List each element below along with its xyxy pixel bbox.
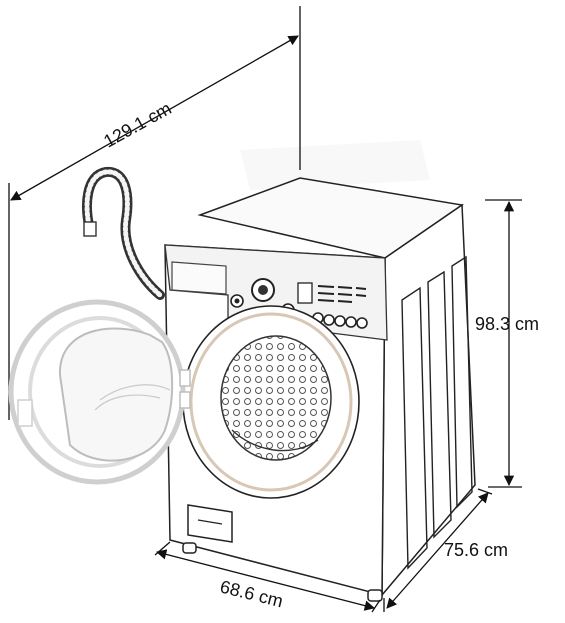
- width-dimension-label: 68.6 cm: [218, 576, 285, 611]
- depth-dimension: 75.6 cm: [383, 488, 508, 612]
- background-shading: [240, 140, 430, 190]
- depth-dimension-label: 75.6 cm: [444, 540, 508, 560]
- drum-icon: [182, 305, 360, 499]
- height-dimension: 98.3 cm: [475, 199, 539, 488]
- height-dimension-label: 98.3 cm: [475, 314, 539, 334]
- display-panel: [297, 282, 313, 304]
- diagonal-dimension-label: 129.1 cm: [100, 98, 174, 151]
- control-buttons: [312, 312, 368, 329]
- front-left-foot: [182, 542, 197, 554]
- front-right-foot: [367, 589, 383, 602]
- drain-hose-icon: [82, 167, 165, 300]
- open-door-icon: [8, 299, 191, 485]
- filter-cover: [187, 504, 233, 543]
